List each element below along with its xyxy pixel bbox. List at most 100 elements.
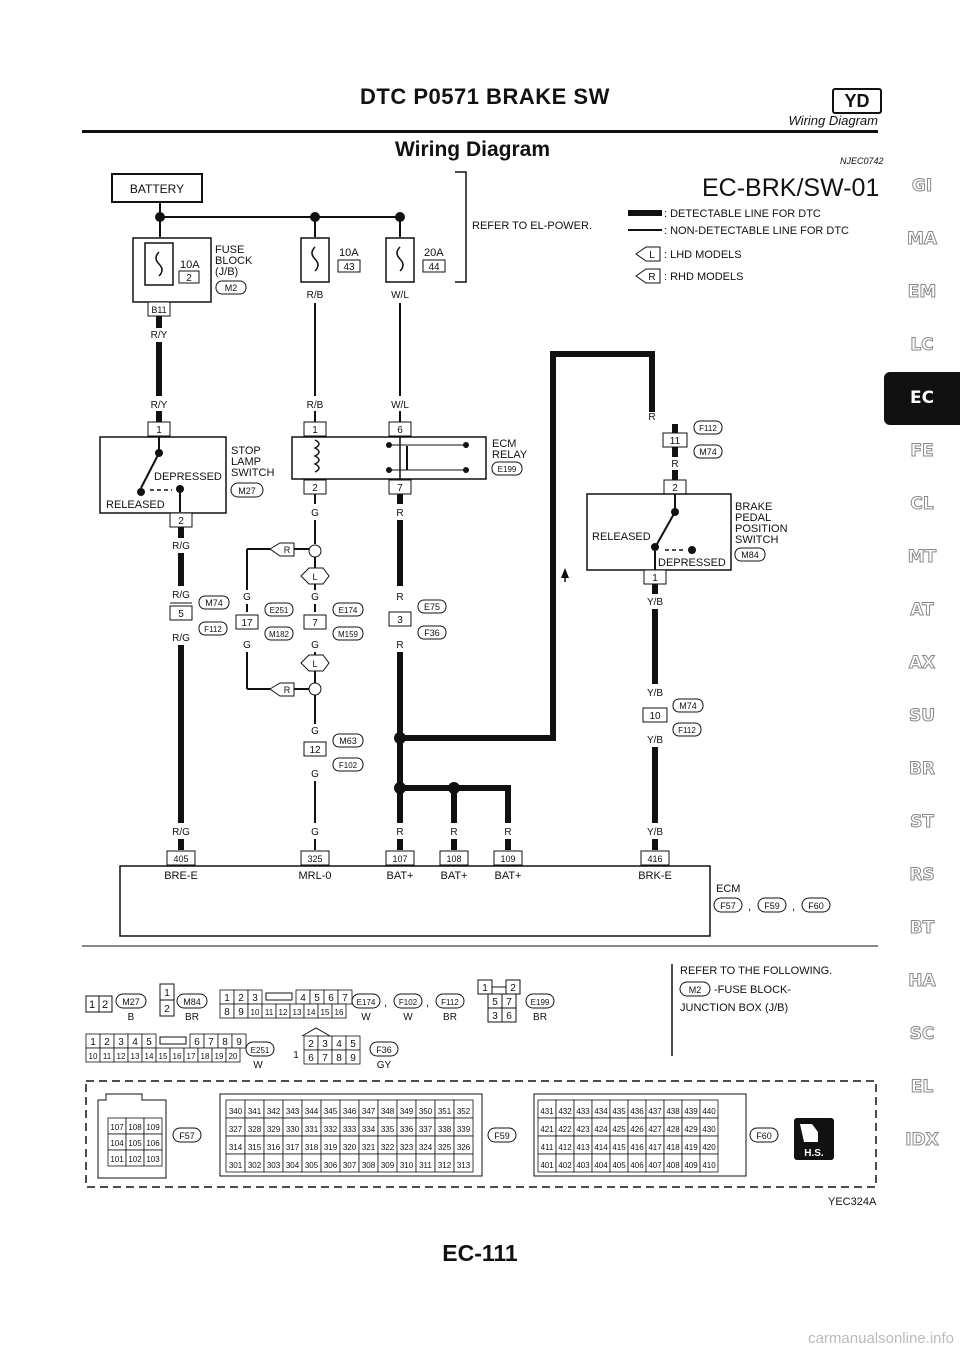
side-tab-gi[interactable]: GI	[911, 176, 933, 197]
pin-label: 319	[324, 1143, 338, 1152]
pin-label: 302	[248, 1161, 262, 1170]
wire-label: R/G	[172, 633, 190, 644]
lhd-tag-text: L	[649, 250, 655, 261]
pin-label: 1	[90, 1037, 96, 1048]
pin-label: 351	[438, 1107, 452, 1116]
pin-label: 2	[102, 999, 108, 1011]
joint-conn: F112	[204, 625, 222, 634]
connector-color: BR	[533, 1012, 547, 1023]
conn-oval	[734, 547, 766, 562]
side-tab-ha[interactable]: HA	[908, 971, 936, 992]
conn-oval	[332, 602, 364, 617]
wire-r-to-brake	[400, 351, 655, 741]
ecm-pin: 416	[647, 854, 662, 864]
pin-label: 5	[178, 609, 184, 620]
pin-label: 6	[506, 1011, 512, 1022]
pin-label: 101	[110, 1155, 124, 1164]
side-tab-at[interactable]: AT	[910, 600, 934, 621]
fuse-num-box	[337, 259, 361, 273]
pin-label: 333	[343, 1125, 357, 1134]
side-tab-rs[interactable]: RS	[909, 865, 935, 886]
pin-label: 303	[267, 1161, 281, 1170]
side-tab-su[interactable]: SU	[908, 706, 936, 727]
ecm-pin-box	[166, 850, 196, 866]
wire-label: R	[648, 412, 655, 423]
pin-label: 3	[492, 1011, 498, 1022]
side-tab-em[interactable]: EM	[907, 282, 937, 303]
pin-label: 2	[308, 1039, 314, 1050]
side-tab-sc[interactable]: SC	[909, 1024, 935, 1045]
pin-label: 307	[343, 1161, 357, 1170]
refer-bracket	[455, 171, 467, 283]
engine-badge: YD	[832, 88, 882, 114]
side-tab-lc[interactable]: LC	[910, 335, 934, 356]
refer-power-label: REFER TO EL-POWER.	[472, 220, 592, 232]
pin-label: 10	[89, 1052, 98, 1061]
pin-label: 106	[146, 1139, 160, 1148]
pin-label: 324	[419, 1143, 433, 1152]
pin-label: 17	[241, 618, 253, 629]
side-tab-bt[interactable]: BT	[909, 918, 935, 939]
pin-label: 348	[381, 1107, 395, 1116]
ecm-conn: F59	[764, 901, 780, 911]
pin-label: 9	[236, 1037, 242, 1048]
wire-label: R	[450, 827, 457, 838]
connector-code: E174	[357, 998, 376, 1007]
pin-label: 109	[146, 1123, 160, 1132]
wire-r	[400, 785, 457, 823]
side-tab-st[interactable]: ST	[910, 812, 935, 833]
connector-code: F36	[376, 1045, 392, 1055]
connector-code: F59	[494, 1131, 510, 1141]
pin-label: 15	[159, 1052, 168, 1061]
wire-label: G	[311, 827, 319, 838]
side-tab-ec[interactable]: EC	[884, 372, 960, 425]
conn-oval	[672, 722, 702, 737]
switch-state: DEPRESSED	[154, 471, 222, 483]
wire-label: R	[671, 459, 678, 470]
pin-label: 13	[293, 1008, 302, 1017]
side-tab-mt[interactable]: MT	[907, 547, 937, 568]
pin-label: 330	[286, 1125, 300, 1134]
fuse-block-label: FUSE	[215, 244, 244, 256]
ecm-box	[119, 865, 711, 937]
side-tabs: GI MA EM LC EC FE CL MT AT AX SU BR ST RS BT HA SC EL IDX	[884, 160, 960, 1167]
relay-coil	[313, 439, 320, 473]
side-tab-ax[interactable]: AX	[908, 653, 936, 674]
cell	[699, 1153, 719, 1173]
connector-code: E251	[251, 1046, 270, 1055]
wire-label: R/Y	[151, 330, 168, 341]
pin-label: 7	[208, 1037, 214, 1048]
pin-label: 1	[89, 999, 95, 1011]
brake-pedal-conn: M84	[741, 550, 759, 560]
rhd-tag	[269, 542, 295, 557]
side-tab-cl[interactable]: CL	[910, 494, 934, 515]
pin-label: 3	[397, 615, 403, 626]
pin-label: 336	[400, 1125, 414, 1134]
ecm-pin: 109	[500, 854, 515, 864]
joint-conn: F102	[339, 761, 358, 770]
brake-pedal-switch-box	[586, 493, 732, 571]
pin-label: 327	[229, 1125, 243, 1134]
contact	[463, 467, 469, 473]
fuse-block-conn: M2	[225, 283, 238, 293]
pin-label: 12	[117, 1052, 126, 1061]
wire-label: R/G	[172, 541, 190, 552]
fuse-amp: 10A	[339, 247, 359, 259]
pin-label: 424	[594, 1125, 608, 1134]
wire-label: R	[396, 592, 403, 603]
pin-label: 8	[224, 1007, 230, 1018]
side-tab-idx[interactable]: IDX	[905, 1130, 940, 1151]
side-tab-el[interactable]: EL	[910, 1077, 934, 1098]
fuse-block-pin: B11	[151, 305, 166, 315]
side-tab-br[interactable]: BR	[908, 759, 936, 780]
stop-lamp-switch-box	[99, 436, 227, 514]
side-tab-fe[interactable]: FE	[910, 441, 934, 462]
component-label: SWITCH	[735, 534, 778, 546]
conn-oval	[172, 1127, 202, 1143]
side-tab-ma[interactable]: MA	[906, 229, 938, 250]
pin-label: 308	[362, 1161, 376, 1170]
component-label: BRAKE	[735, 501, 772, 513]
battery-label: BATTERY	[130, 182, 184, 196]
